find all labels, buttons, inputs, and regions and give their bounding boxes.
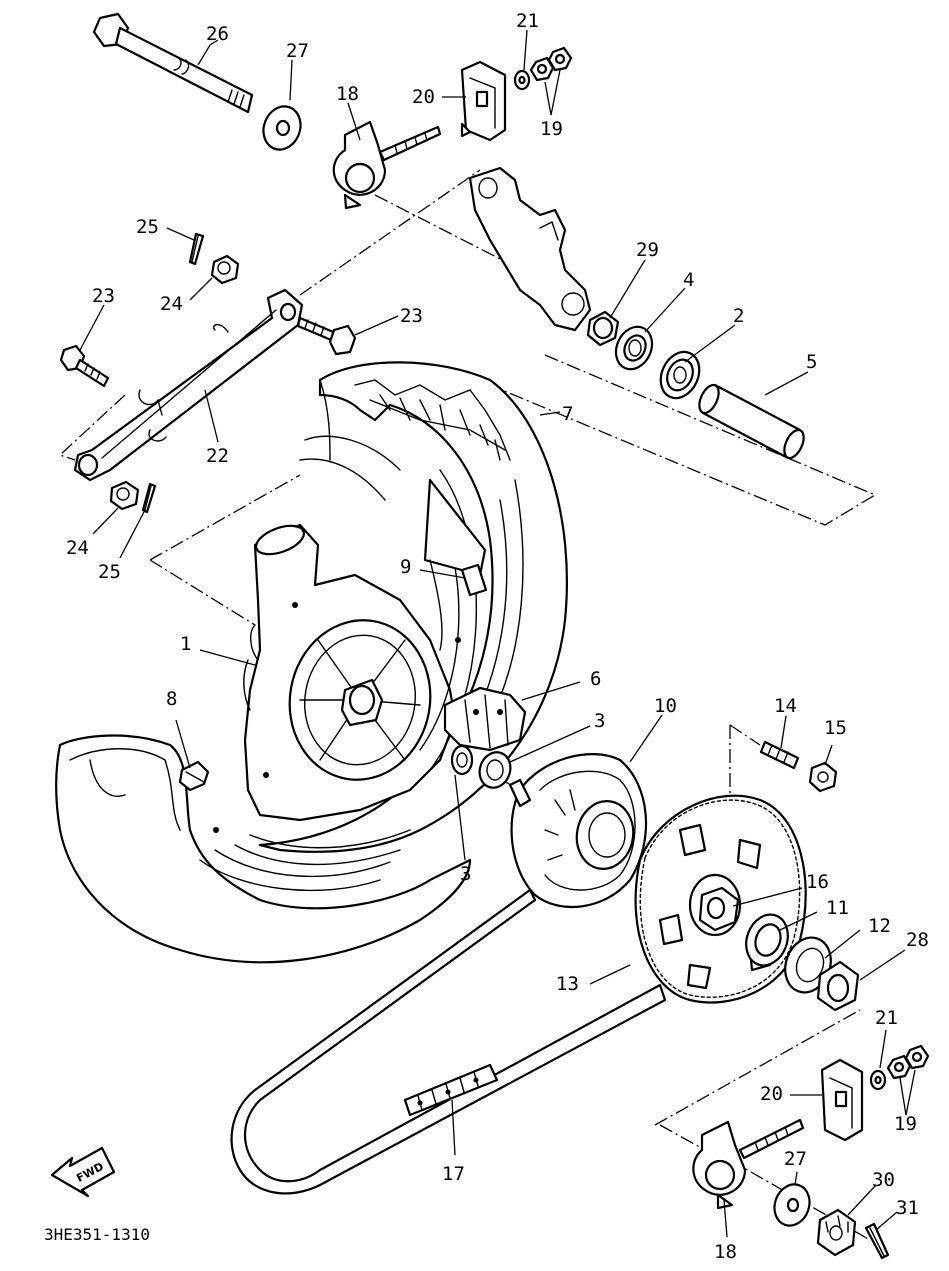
callout-24-lower: 24	[66, 537, 89, 559]
callout-14: 14	[774, 695, 797, 717]
callout-19-top: 19	[540, 118, 563, 140]
callout-26: 26	[206, 23, 229, 45]
callout-12: 12	[868, 915, 891, 937]
callout-3-upper: 3	[594, 710, 605, 732]
callout-28: 28	[906, 929, 929, 951]
spacer-5	[698, 383, 805, 460]
callout-30: 30	[872, 1169, 895, 1191]
chain-adjuster-18-top	[332, 120, 442, 210]
damper-6	[443, 686, 527, 752]
callout-10: 10	[654, 695, 677, 717]
washer-21-lower	[869, 1069, 887, 1091]
stud-bolt-14	[759, 740, 800, 770]
callout-27-lower: 27	[784, 1148, 807, 1170]
cotter-pin-31	[864, 1222, 890, 1260]
swingarm-end-bracket	[468, 166, 592, 332]
bearing-3-left	[450, 744, 474, 776]
callout-27-top: 27	[286, 40, 309, 62]
callout-15: 15	[824, 717, 847, 739]
callout-7: 7	[562, 403, 573, 425]
washer-27-lower	[773, 1183, 811, 1227]
callout-23-right: 23	[400, 305, 423, 327]
bearing-2	[659, 350, 701, 400]
nuts-19-top	[529, 46, 573, 82]
callout-1: 1	[180, 633, 191, 655]
torque-arm-22	[73, 288, 304, 482]
callout-25-lower: 25	[98, 561, 121, 583]
callout-23-left: 23	[92, 285, 115, 307]
callout-4: 4	[683, 269, 694, 291]
wheel-1	[213, 469, 487, 833]
bolt-23-top	[59, 344, 110, 388]
castle-nut-30	[816, 1208, 857, 1257]
callout-31: 31	[896, 1197, 919, 1219]
callout-11: 11	[826, 897, 849, 919]
callout-20-lower: 20	[760, 1083, 783, 1105]
oil-seal-4	[614, 325, 654, 371]
callout-18-top: 18	[336, 83, 359, 105]
axle-26	[92, 12, 254, 114]
cotter-pin-25-lower	[141, 482, 157, 514]
callout-17: 17	[442, 1163, 465, 1185]
callout-22: 22	[206, 445, 229, 467]
reference-code: 3HE351-1310	[44, 1225, 150, 1244]
bolt-23-right	[296, 316, 357, 356]
chain-adjuster-18-lower	[692, 1118, 805, 1210]
collar-29	[586, 310, 620, 347]
collar-28	[816, 960, 860, 1012]
callout-13: 13	[556, 973, 579, 995]
callout-25-top: 25	[136, 216, 159, 238]
drive-chain-17	[230, 888, 667, 1195]
chain-puller-20-lower	[820, 1058, 864, 1142]
collar-16	[698, 886, 740, 932]
callout-3-lower: 3	[460, 863, 471, 885]
callout-21-top: 21	[516, 10, 539, 32]
callout-5: 5	[806, 351, 817, 373]
callout-labels: 26 27 18 20 21 19 25 24 23 23 29 4 2 5 7…	[66, 10, 929, 1263]
callout-21-lower: 21	[875, 1007, 898, 1029]
callout-29: 29	[636, 239, 659, 261]
callout-8: 8	[166, 688, 177, 710]
valve-8	[178, 760, 210, 792]
bearing-11	[745, 913, 789, 967]
callout-18-lower: 18	[714, 1241, 737, 1263]
washer-21-top	[513, 69, 531, 91]
sprocket-hub-10	[508, 753, 648, 909]
washer-27-top	[262, 105, 302, 151]
nut-24-lower	[109, 480, 140, 511]
callout-24-top: 24	[160, 293, 183, 315]
callout-9: 9	[400, 556, 411, 578]
callout-2: 2	[733, 305, 744, 327]
nuts-19-lower	[886, 1044, 930, 1080]
callout-16: 16	[806, 871, 829, 893]
nut-24-top	[210, 254, 240, 285]
rim-band-9	[460, 563, 488, 597]
callout-6: 6	[590, 668, 601, 690]
chain-puller-20-top	[460, 60, 507, 142]
cotter-pin-25-top	[188, 232, 205, 266]
leader-lines	[79, 29, 916, 1238]
callout-19-lower: 19	[894, 1113, 917, 1135]
nut-15	[808, 761, 838, 793]
callout-20-top: 20	[412, 86, 435, 108]
bearing-3-right	[478, 751, 512, 789]
forward-arrow-icon: FWD	[50, 1146, 116, 1198]
